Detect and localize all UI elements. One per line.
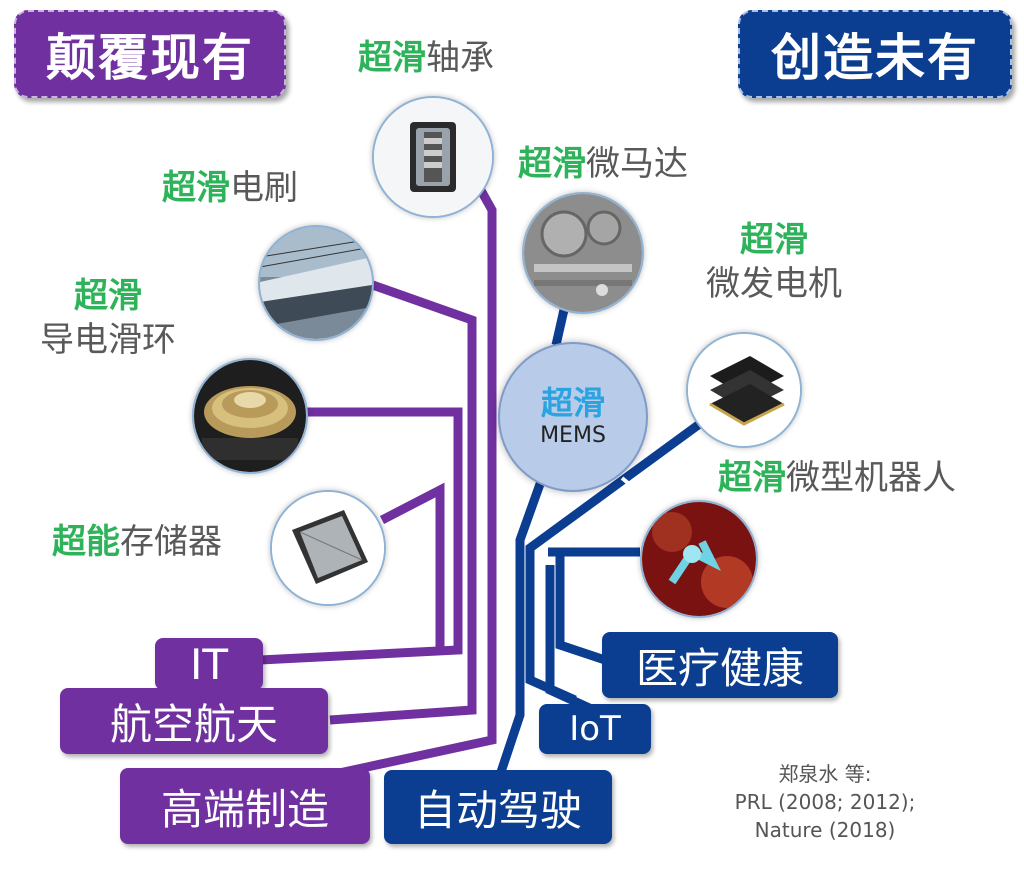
label-storage: 超能存储器 [52, 522, 222, 562]
label-generator: 超滑 微发电机 [706, 220, 842, 304]
citation: 郑泉水 等: PRL (2008; 2012); Nature (2018) [734, 762, 916, 842]
storage-image [270, 490, 386, 606]
wire-brush [328, 265, 477, 725]
label-robot: 超滑微型机器人 [718, 458, 956, 498]
label-bearing: 超滑轴承 [358, 38, 494, 78]
robot-image [640, 500, 758, 618]
wire-autodrive [495, 468, 550, 777]
wire-storage [379, 482, 445, 652]
wire-slipring [259, 407, 463, 665]
micromotor-image [522, 192, 644, 314]
header-create-new: 创造未有 [738, 10, 1012, 98]
wire-health [555, 555, 607, 665]
generator-image [686, 332, 802, 448]
label-micromotor: 超滑微马达 [518, 144, 688, 184]
box-health: 医疗健康 [602, 632, 838, 698]
mems-subtitle: MEMS [540, 423, 606, 448]
box-autodrive: 自动驾驶 [384, 770, 612, 844]
box-manufacturing: 高端制造 [120, 768, 370, 844]
brush-image [258, 225, 374, 341]
mems-hub: 超滑 MEMS [498, 342, 648, 492]
box-aerospace: 航空航天 [60, 688, 328, 754]
bearing-image [372, 96, 494, 218]
header-disrupt-existing: 颠覆现有 [14, 10, 286, 98]
mems-title: 超滑 [540, 384, 605, 422]
box-it: IT [155, 638, 263, 690]
box-iot: IoT [539, 704, 651, 754]
label-brush: 超滑电刷 [162, 168, 298, 208]
label-slipring: 超滑 导电滑环 [40, 276, 176, 360]
slipring-image [192, 358, 308, 474]
